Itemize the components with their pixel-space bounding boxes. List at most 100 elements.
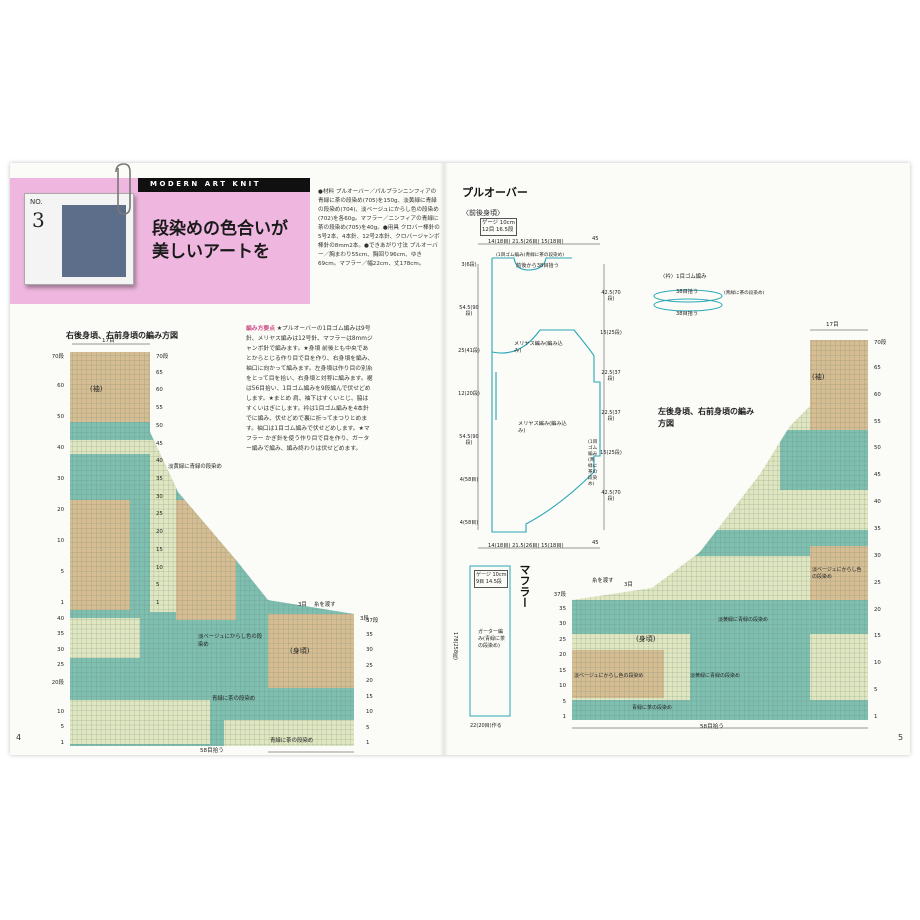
left-cast3-label: 3目 [298,602,307,608]
collar-note: (青緑に茶の段染め) [724,291,765,296]
pullover-bottom-dim: 14(18目) 21.5(26目) 15(18目) [488,543,564,549]
tick-label: 10 [874,660,881,667]
tick-label: 15 [874,633,881,640]
dimension-label: 4(58目) [459,520,479,526]
tick-label: 1 [60,740,64,746]
tick-label: 10 [57,708,64,715]
pullover-center-label: (1目ゴム編み(青緑に茶の段染め) [588,440,598,487]
muffler-body-label: ガーター編み(青緑に茶の段染め) [478,629,505,649]
right-cast3-label: 3目 [624,582,633,588]
tick-label: 25 [366,662,373,669]
tick-label: 30 [156,493,163,500]
left-leave-label: 糸を渡す [314,602,336,608]
dimension-label: 42.5(70段) [601,290,621,302]
instructions-body: ★プルオーバーの1目ゴム編みは9号針、メリヤス編みは12号針、マフラーは8mmジ… [246,326,374,452]
left-bottom-count: 58目拾う [200,748,224,754]
tick-label: 5 [60,569,64,576]
tick-label: 5 [156,582,160,589]
tick-label: 5 [562,698,566,705]
tick-label: 20 [366,678,373,684]
instructions-block: 編み方要点 ★プルオーバーの1目ゴム編みは9号針、メリヤス編みは12号針、マフラ… [246,324,374,454]
page-number-right: 5 [898,733,904,742]
tick-label: 15 [156,546,163,553]
tick-label: 50 [57,414,64,421]
muffler-width: 22(20目)作る [470,723,502,729]
muffler-title: マフラー [518,564,531,608]
dimension-label: 3(6段) [461,262,477,268]
dimension-label: 22.5(37段) [601,410,621,422]
pullover-gauge: ゲージ 10cm 12目 16.5段 [480,218,517,236]
tick-label: 70段 [156,354,169,360]
tick-label: 30 [874,552,881,559]
issue-no-number: 3 [32,208,45,232]
left-chart [70,352,354,746]
dimension-label: 22.5(37段) [601,370,621,382]
right-band4-label: 青緑に茶の段染め [632,705,673,711]
tick-label: 10 [559,683,566,689]
page-number-left: 4 [16,733,22,742]
muffler-schematic [469,565,511,717]
tick-label: 20 [874,606,881,613]
tick-label: 5 [60,724,64,731]
tick-label: 15 [366,693,373,700]
right-band1-label: 淡ベージュにからし色の段染め [812,567,862,580]
tick-label: 10 [57,538,64,545]
dimension-label: 12(20段) [458,391,480,397]
left-top-count: 17目 [102,338,115,344]
pullover-top-total: 45 [592,236,599,242]
dimension-label: 42.5(70段) [601,490,621,502]
tick-label: 1 [156,600,160,606]
tick-label: 20段 [51,679,64,686]
tick-label: 5 [874,687,878,694]
instructions-heading: 編み方要点 [246,326,275,332]
tick-label: 45 [156,440,163,447]
dimension-label: 4(58目) [459,477,479,483]
collar-count-2: 38目拾う [676,311,699,317]
pullover-title: プルオーバー [462,186,528,199]
tick-label: 60 [156,387,163,394]
pullover-subtitle: 〈前後身頃〉 [462,209,504,217]
tick-label: 55 [874,418,881,425]
collar-title: 〈衿〉1目ゴム編み [660,274,707,280]
right-top-count: 17目 [826,322,839,328]
header-black-band [138,178,310,192]
right-bottom-count: 58目拾う [700,724,724,730]
dimension-label: 15(25段) [600,450,622,456]
collar-schematic [653,289,723,312]
right-leave-label: 糸を渡す [592,578,614,584]
tick-label: 1 [874,714,878,720]
tick-label: 30 [366,647,373,653]
dimension-label: 54.5(90段) [459,305,479,317]
tick-label: 35 [559,605,566,612]
tick-label: 30 [57,476,64,483]
tick-label: 35 [366,631,373,638]
left-chart-title: 右後身頃、右前身頃の編み方図 [66,331,178,340]
tick-label: 60 [57,383,64,390]
tick-label: 20 [156,529,163,536]
tick-label: 30 [559,621,566,627]
tick-label: 15 [559,667,566,674]
tick-label: 50 [156,422,163,429]
tick-label: 20 [57,507,64,514]
muffler-length: 178(258段) [452,632,458,660]
tick-label: 25 [874,579,881,586]
tick-label: 5 [366,724,370,731]
left-band1-label: 淡ベージュにからし色の段染め [198,634,263,648]
tick-label: 37段 [366,618,379,624]
tick-label: 40 [57,445,64,452]
collar-count: 38目拾う [676,289,699,295]
right-band5-label: 淡黄緑に青緑の段染め [718,617,769,623]
left-band4-label: 青緑に茶の段染め [270,738,314,744]
tick-label: 70段 [51,354,64,360]
left-band2-label: 青緑に茶の段染め [212,696,256,702]
dimension-label: 25(41段) [458,348,480,354]
dimension-label: 15(25段) [600,330,622,336]
brand-label: MODERN ART KNIT [150,180,262,188]
right-chart-title: 左後身頃、右前身頃の編み方図 [658,407,754,428]
dimension-label: 54.5(90段) [459,434,479,446]
pullover-yoke: (1目ゴム編み(青緑に茶の段染め) [496,253,565,258]
tick-label: 50 [874,445,881,452]
materials-text: ●材料 プルオーバー／パルプランニンフィアの青緑に茶の段染め(705)を150g… [318,189,440,267]
tick-label: 55 [156,405,163,412]
